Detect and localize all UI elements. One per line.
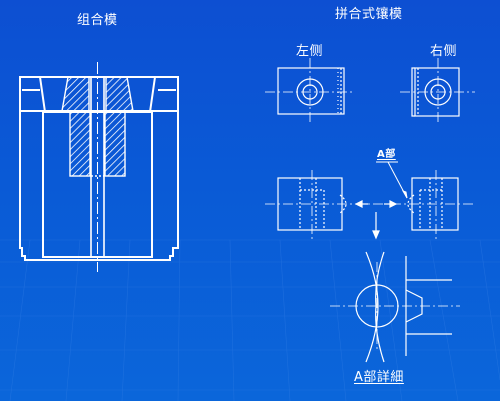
assembly-die-title: 组合模 [77, 13, 118, 28]
right-side-label: 右侧 [430, 44, 458, 59]
part-a-label: A部 [377, 149, 396, 160]
split-insert-title: 拼合式镶模 [335, 7, 403, 22]
assembly-die-drawing [19, 76, 179, 261]
right-side-view [400, 58, 475, 124]
part-a-detail-view [330, 251, 460, 363]
left-side-label: 左侧 [296, 44, 324, 59]
split-section-centerlines [265, 170, 475, 240]
left-side-view [265, 58, 355, 122]
part-a-detail-label: A部詳細 [354, 370, 404, 385]
assembly-die-core [90, 77, 105, 258]
part-a-leader [376, 161, 408, 199]
assembly-die-hatching [61, 76, 134, 177]
assembly-arrows [354, 200, 398, 240]
